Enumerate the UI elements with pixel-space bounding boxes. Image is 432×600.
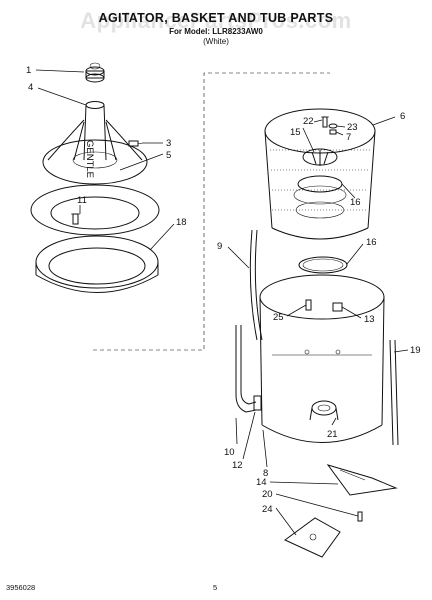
callout-22: 22 (303, 116, 314, 127)
callout-15: 15 (290, 127, 301, 138)
part-seal-lower (298, 256, 348, 274)
callout-18: 18 (176, 217, 187, 228)
callout-11: 11 (77, 195, 87, 206)
part-nut-7 (329, 129, 337, 135)
part-drive-bell (302, 148, 338, 166)
part-hose-9 (249, 229, 263, 341)
part-clip-13 (332, 302, 343, 312)
callout-labels: 1 4 3 5 11 18 6 15 22 23 7 16 16 9 25 13… (26, 65, 421, 515)
callout-3: 3 (166, 138, 171, 149)
part-basket (264, 108, 376, 240)
callout-5: 5 (166, 150, 171, 161)
part-agitator-base (42, 139, 148, 185)
callout-25: 25 (273, 312, 284, 323)
part-seal-upper (297, 175, 343, 193)
callout-24: 24 (262, 504, 273, 515)
callout-1: 1 (26, 65, 31, 76)
callout-7: 7 (346, 132, 351, 143)
callout-12: 12 (232, 460, 243, 471)
callout-13: 13 (364, 314, 375, 325)
color-note: (White) (203, 37, 229, 46)
callout-23: 23 (347, 122, 358, 133)
part-drain-hose (235, 325, 257, 413)
page-number: 5 (213, 583, 218, 592)
part-strap-19 (389, 339, 399, 446)
callout-8: 8 (263, 468, 268, 479)
part-tub-support (326, 464, 398, 496)
diagram-title: AGITATOR, BASKET AND TUB PARTS (98, 11, 334, 25)
part-agitator-cap (85, 62, 105, 83)
callout-20: 20 (262, 489, 273, 500)
callout-16-lower: 16 (366, 237, 377, 248)
dashed-connector-line (93, 72, 330, 351)
callout-19: 19 (410, 345, 421, 356)
part-tub-cover (35, 235, 159, 293)
callout-16-upper: 16 (350, 197, 361, 208)
part-bracket-24 (284, 517, 341, 558)
callout-14: 14 (256, 477, 267, 488)
callout-10: 10 (224, 447, 235, 458)
callout-9: 9 (217, 241, 222, 252)
callout-21: 21 (327, 429, 338, 440)
model-number: For Model: LLR8233AW0 (169, 27, 263, 36)
part-bolt-25 (305, 299, 312, 311)
svg-text:GENTLE: GENTLE (84, 140, 95, 178)
document-number: 3956028 (6, 583, 36, 592)
part-bolt-11 (71, 213, 80, 225)
leader-lines (35, 69, 409, 536)
part-agitator: GENTLE (47, 101, 143, 178)
part-outer-tub (259, 274, 385, 443)
callout-4: 4 (28, 82, 33, 93)
part-bolt-22 (321, 116, 329, 128)
callout-6: 6 (400, 111, 405, 122)
part-screw-20 (357, 511, 363, 522)
part-clamp-12 (253, 395, 262, 411)
part-washer-23 (328, 123, 338, 129)
part-tub-ring (30, 184, 160, 236)
part-screw-3 (128, 140, 142, 147)
